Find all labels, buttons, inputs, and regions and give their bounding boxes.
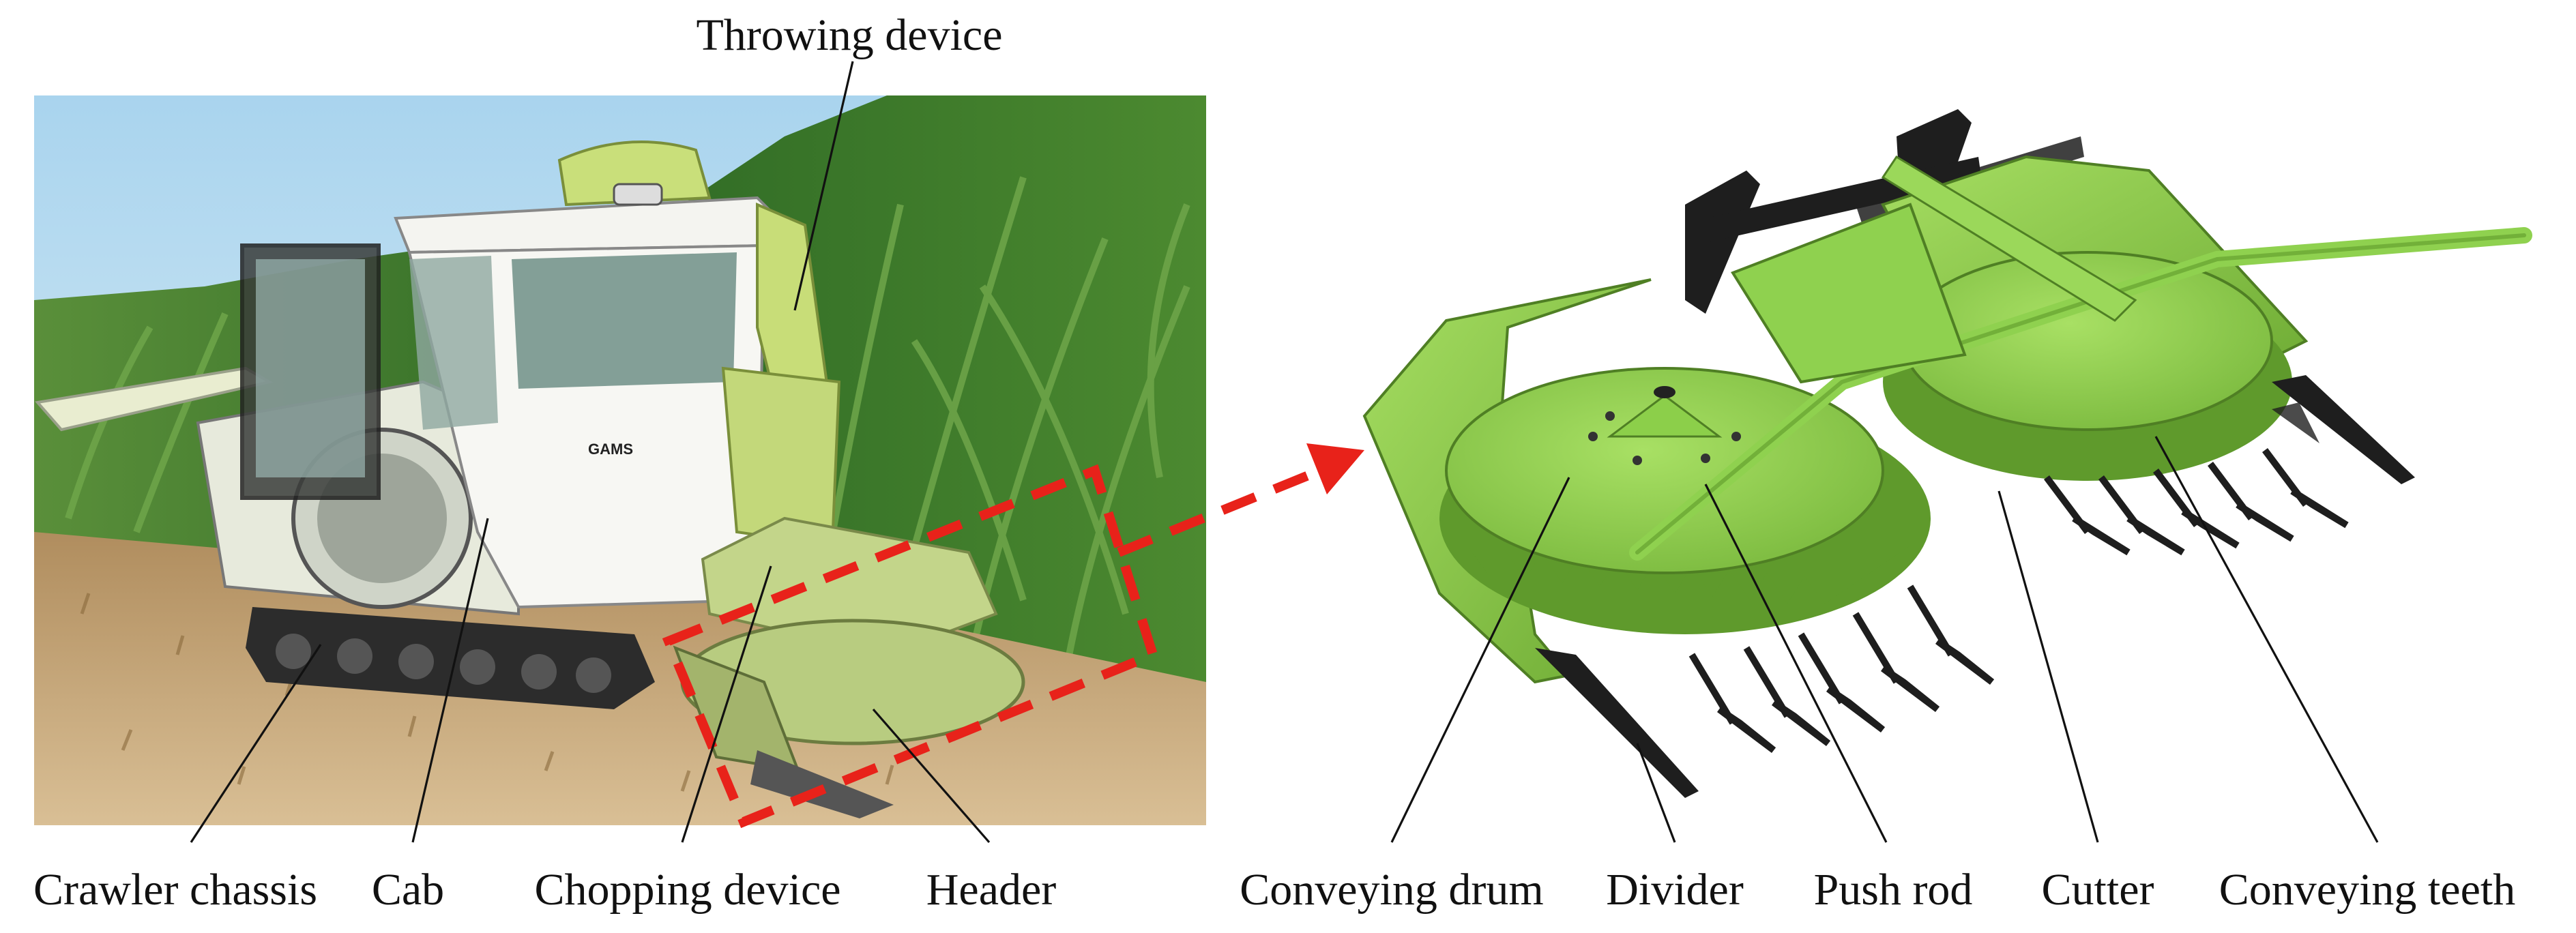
label-cutter: Cutter bbox=[2042, 865, 2154, 915]
label-cab: Cab bbox=[372, 865, 444, 915]
header-photo-shape bbox=[673, 516, 1025, 818]
center-arm bbox=[1731, 203, 1967, 384]
leader-conveying-teeth bbox=[2154, 436, 2379, 843]
leader-lines bbox=[190, 61, 2379, 844]
leader-crawler-chassis bbox=[190, 644, 322, 843]
leader-chopping-device bbox=[681, 565, 772, 843]
upper-arm bbox=[1881, 155, 2137, 322]
crawler-track bbox=[246, 607, 655, 709]
header-3d-model bbox=[1362, 109, 2532, 798]
label-throwing-device: Throwing device bbox=[696, 10, 1002, 60]
dividers bbox=[1535, 375, 2415, 798]
leader-push-rod bbox=[1704, 484, 1888, 843]
label-conveying-teeth: Conveying teeth bbox=[2219, 865, 2515, 915]
callout-arrow-line bbox=[1117, 466, 1322, 557]
leader-throwing-device bbox=[793, 61, 854, 311]
leader-divider bbox=[1636, 743, 1676, 843]
label-conveying-drum: Conveying drum bbox=[1240, 865, 1543, 915]
callout-arrow-icon bbox=[1306, 443, 1364, 494]
throwing-device-shape bbox=[557, 140, 841, 548]
cab-badge: GAMS bbox=[588, 441, 633, 458]
drum-cone bbox=[1607, 394, 1723, 438]
drum-bolts bbox=[1588, 411, 1741, 465]
leader-cab bbox=[411, 518, 489, 843]
drum-teeth-zigzag bbox=[1467, 546, 1910, 604]
cab-unit: GAMS bbox=[240, 196, 787, 609]
label-chopping-device: Chopping device bbox=[534, 865, 840, 915]
conveying-teeth-shape bbox=[1688, 448, 2349, 753]
label-push-rod: Push rod bbox=[1814, 865, 1973, 915]
leader-cutter bbox=[1997, 490, 2099, 843]
label-crawler-chassis: Crawler chassis bbox=[33, 865, 317, 915]
label-divider: Divider bbox=[1606, 865, 1744, 915]
dashed-box bbox=[662, 464, 1159, 829]
harvester-photo: GAMS bbox=[34, 95, 1206, 825]
leader-header bbox=[872, 708, 991, 844]
conveying-drum-shape bbox=[1445, 367, 1884, 574]
label-header: Header bbox=[926, 865, 1057, 915]
leader-conveying-drum bbox=[1390, 477, 1570, 843]
